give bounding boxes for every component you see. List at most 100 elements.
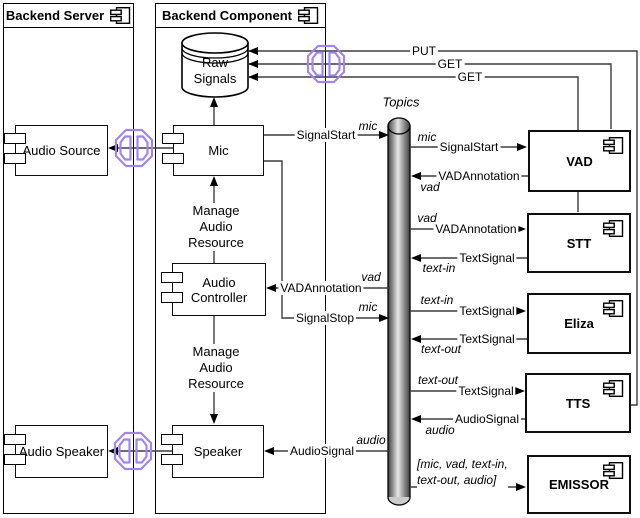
arrow-vadannotation-controller [266,284,276,292]
topic-label-emissor-subscribe: [mic, vad, text-in, text-out, audio] [417,456,508,488]
arrow-signalstart-vad [517,143,527,151]
node-audio-controller[interactable]: Audio Controller [161,263,266,316]
node-speaker[interactable]: Speaker [161,425,264,478]
tts-label: TTS [565,395,591,411]
topic-label-audio-speaker: audio [356,433,386,447]
node-vad[interactable]: VAD [528,130,631,192]
edge-label-textsignal-from-eliza: TextSignal [457,332,517,346]
port-icon [161,454,183,465]
node-mic[interactable]: Mic [162,125,264,176]
arrow-up-rawsignals [210,97,218,107]
node-tts[interactable]: TTS [525,373,631,433]
node-emissor[interactable]: EMISSOR [527,455,631,514]
audio-speaker-label: Audio Speaker [18,444,105,459]
speaker-label: Speaker [193,444,243,459]
node-stt[interactable]: STT [527,213,631,273]
component-icon [110,7,131,24]
arrow-signalstart-bus [379,131,389,139]
arrow-textsignal-bus2 [411,335,421,343]
port-icon [4,153,26,164]
edge-label-manage-audio-up: Manage Audio Resource [186,203,246,251]
component-icon [603,462,624,479]
arrow-get1 [248,60,258,68]
arrow-textsignal-eliza [516,307,526,315]
component-icon [603,300,624,317]
edge-label-manage-audio-down: Manage Audio Resource [186,344,246,392]
edge-label-signalstart-vad: SignalStart [437,140,501,154]
mic-label: Mic [208,143,229,158]
arrow-speaker-manage [210,414,218,424]
emissor-label: EMISSOR [549,477,609,492]
topic-label-textin-eliza: text-in [420,293,454,307]
eliza-label: Eliza [564,316,594,331]
backend-component-title: Backend Component [156,4,325,28]
edge-get-vad-to-rawsignals [248,63,612,129]
port-icon [4,454,26,465]
edge-label-textsignal-from-stt: TextSignal [457,251,517,265]
node-eliza[interactable]: Eliza [527,293,631,354]
topic-label-textout-tts: text-out [417,373,459,387]
component-icon [298,7,319,24]
arrow-get2 [248,73,258,81]
topic-label-vad-controller: vad [361,270,381,284]
edge-put-tts-to-rawsignals [248,50,638,406]
topics-bus-tube[interactable] [387,117,411,506]
audio-controller-label: Audio Controller [190,274,248,305]
container-backend-server[interactable]: Backend Server [3,3,134,514]
topic-label-textin-stt: text-in [422,261,456,275]
topic-label-mic-in: mic [358,119,378,133]
connector-port-icon[interactable] [306,44,346,84]
port-icon [4,133,26,144]
edge-label-signalstart-bus: SignalStart [294,128,358,142]
topic-label-textout-eliza: text-out [420,342,462,356]
backend-component-title-label: Backend Component [161,8,292,23]
topic-label-vad-out: vad [420,180,440,194]
node-audio-speaker[interactable]: Audio Speaker [4,425,108,478]
edge-label-get-vad: GET [435,57,465,71]
topic-label-audio-tts: audio [425,423,455,437]
topic-label-vad-stt: vad [417,211,437,225]
audio-source-label: Audio Source [22,143,101,158]
topic-label-mic-stop: mic [358,300,378,314]
topic-label-mic-out: mic [417,130,437,144]
arrow-textsignal-tts [515,387,525,395]
edge-label-audiosignal-to-speaker: AudioSignal [287,444,357,458]
backend-server-title: Backend Server [4,4,133,28]
container-backend-component[interactable]: Backend Component [155,3,326,514]
arrow-audiosignal-bus [411,415,421,423]
port-icon [161,272,183,283]
arrow-put [248,47,258,55]
port-icon [4,434,26,445]
arrow-signalstop-bus [379,314,389,322]
arrow-emissor [516,483,526,491]
stt-label: STT [566,235,592,251]
component-icon [603,220,624,237]
vad-label: VAD [566,153,593,169]
edge-label-audiosignal-from-tts: AudioSignal [452,412,522,426]
port-icon [161,434,183,445]
arrow-vadannotation-bus [411,172,421,180]
raw-signals-label: Raw Signals [193,55,237,86]
raw-signals-database[interactable] [181,32,249,98]
edge-label-put: PUT [410,44,438,58]
edge-label-get-stt: GET [455,70,485,84]
edge-label-textsignal-to-eliza: TextSignal [457,304,517,318]
arrow-audiosignal-speaker [264,447,274,455]
edge-label-textsignal-to-tts: TextSignal [456,384,516,398]
component-icon [603,380,624,397]
connector-port-icon[interactable] [113,431,153,471]
edge-label-vadannotation-to-stt: VADAnnotation [433,222,519,236]
edge-label-vadannotation-to-controller: VADAnnotation [278,281,364,295]
topics-bus-label: Topics [382,94,420,110]
port-icon [162,153,184,164]
port-icon [161,292,183,303]
node-audio-source[interactable]: Audio Source [4,125,108,176]
backend-server-title-label: Backend Server [5,8,105,23]
edge-label-signalstop: SignalStop [293,311,357,325]
connector-port-icon[interactable] [114,128,154,168]
arrow-mic-manage [210,176,218,186]
arrow-textsignal-bus1 [411,254,421,262]
component-icon [603,137,624,154]
